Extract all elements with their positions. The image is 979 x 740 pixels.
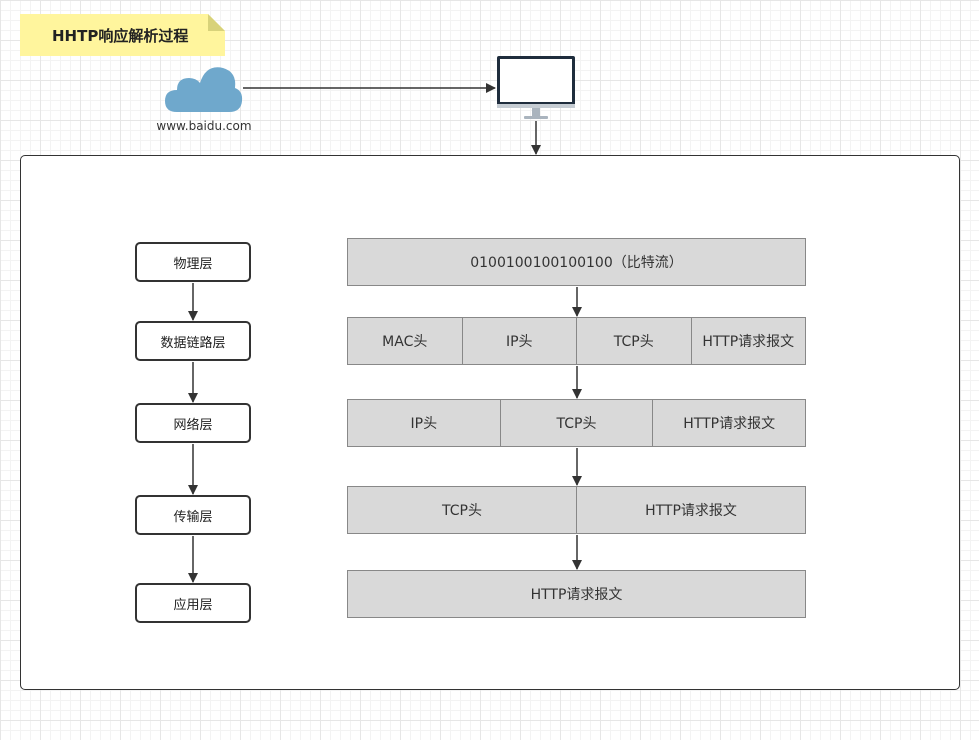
ip-header-cell: IP头 bbox=[410, 416, 438, 432]
layer-network: 网络层 bbox=[135, 403, 251, 443]
layer-data-link-label: 数据链路层 bbox=[160, 335, 226, 351]
ip-header-cell: IP头 bbox=[461, 318, 577, 364]
layer-transport: 传输层 bbox=[135, 495, 251, 535]
monitor-icon bbox=[497, 56, 575, 119]
layer-transport-label: 传输层 bbox=[173, 509, 213, 525]
http-message-cell: HTTP请求报文 bbox=[690, 318, 806, 364]
packet-http: HTTP请求报文 bbox=[347, 570, 806, 618]
layer-data-link: 数据链路层 bbox=[135, 321, 251, 361]
http-message-cell: HTTP请求报文 bbox=[652, 400, 805, 446]
tcp-header-cell: TCP头 bbox=[499, 400, 653, 446]
cloud-label: www.baidu.com bbox=[156, 119, 252, 133]
title-note-text: HHTP响应解析过程 bbox=[52, 26, 189, 45]
mac-header-cell: MAC头 bbox=[382, 334, 428, 350]
layer-physical-label: 物理层 bbox=[173, 256, 213, 272]
packet-bitstream: 0100100100100100（比特流） bbox=[347, 238, 806, 286]
tcp-header-cell: TCP头 bbox=[442, 503, 482, 519]
layer-application-label: 应用层 bbox=[173, 597, 213, 613]
layer-network-label: 网络层 bbox=[173, 417, 213, 433]
cloud-icon bbox=[165, 67, 243, 112]
http-message-cell: HTTP请求报文 bbox=[576, 487, 805, 533]
packet-frame: MAC头 IP头 TCP头 HTTP请求报文 bbox=[347, 317, 806, 365]
note-corner-fold bbox=[208, 14, 225, 31]
tcp-header-cell: TCP头 bbox=[576, 318, 691, 364]
http-message-cell: HTTP请求报文 bbox=[530, 587, 623, 603]
title-note: HHTP响应解析过程 bbox=[20, 14, 225, 56]
layer-application: 应用层 bbox=[135, 583, 251, 623]
packet-bitstream-cell: 0100100100100100（比特流） bbox=[470, 255, 683, 271]
packet-ip: IP头 TCP头 HTTP请求报文 bbox=[347, 399, 806, 447]
layer-physical: 物理层 bbox=[135, 242, 251, 282]
packet-tcp: TCP头 HTTP请求报文 bbox=[347, 486, 806, 534]
